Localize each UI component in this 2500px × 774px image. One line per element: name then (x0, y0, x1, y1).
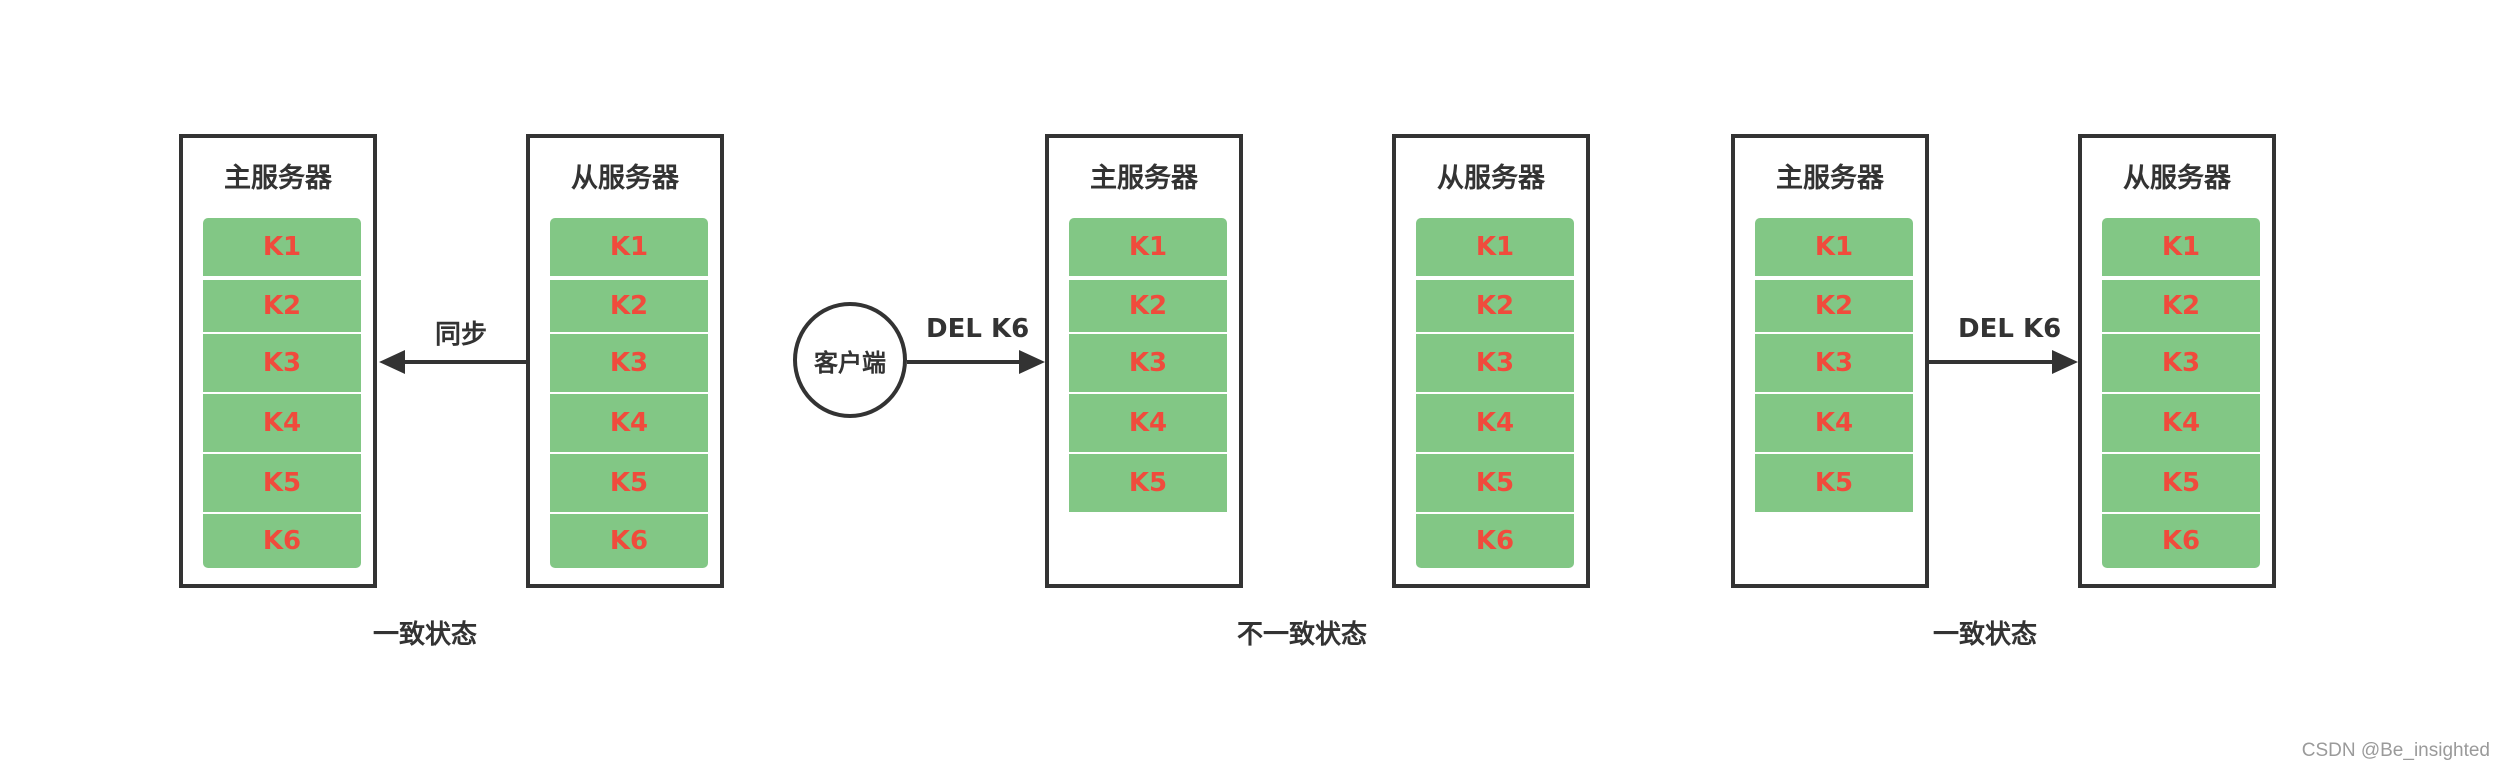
key-cell-k1: K1 (1069, 218, 1227, 276)
sync-arrowhead (379, 350, 405, 374)
key-cell-k6: K6 (1416, 514, 1574, 568)
key-cell-k4: K4 (1755, 394, 1913, 452)
server-title: 主服务器 (1090, 163, 1198, 194)
key-cell-k4: K4 (2102, 394, 2260, 452)
sync-label: 同步 (435, 320, 488, 350)
key-cell-k3: K3 (2102, 334, 2260, 392)
key-cell-k2: K2 (1416, 280, 1574, 332)
key-cell-k3: K3 (550, 334, 708, 392)
state-label: 一致状态 (1932, 620, 2038, 650)
state-label: 不一致状态 (1236, 620, 1368, 650)
key-cell-k4: K4 (203, 394, 361, 452)
key-cell-k5: K5 (1069, 454, 1227, 512)
key-cell-k4: K4 (1416, 394, 1574, 452)
key-cell-k2: K2 (550, 280, 708, 332)
key-cell-k6: K6 (203, 514, 361, 568)
server-title: 主服务器 (1776, 163, 1884, 194)
server-title: 从服务器 (1437, 163, 1545, 194)
key-cell-k6: K6 (550, 514, 708, 568)
key-cell-k2: K2 (1755, 280, 1913, 332)
server-title: 从服务器 (571, 163, 679, 194)
key-cell-k2: K2 (1069, 280, 1227, 332)
key-cell-k5: K5 (1416, 454, 1574, 512)
server-title: 从服务器 (2123, 163, 2231, 194)
key-cell-k4: K4 (550, 394, 708, 452)
key-cell-k1: K1 (550, 218, 708, 276)
key-cell-k1: K1 (203, 218, 361, 276)
client-del-arrowhead (1019, 350, 1045, 374)
key-cell-k3: K3 (1069, 334, 1227, 392)
del-k6-label: DEL K6 (926, 314, 1030, 344)
key-cell-k5: K5 (1755, 454, 1913, 512)
key-cell-k5: K5 (203, 454, 361, 512)
client-node: 客户端 (793, 302, 907, 418)
key-cell-k1: K1 (1416, 218, 1574, 276)
client-label: 客户端 (814, 348, 886, 377)
key-cell-k2: K2 (203, 280, 361, 332)
watermark: CSDN @Be_insighted (2301, 740, 2490, 761)
server-title: 主服务器 (224, 163, 332, 194)
key-cell-k6: K6 (2102, 514, 2260, 568)
key-cell-k3: K3 (203, 334, 361, 392)
key-cell-k4: K4 (1069, 394, 1227, 452)
replicate-del-arrowhead (2052, 350, 2078, 374)
key-cell-k5: K5 (550, 454, 708, 512)
key-cell-k3: K3 (1755, 334, 1913, 392)
key-cell-k1: K1 (1755, 218, 1913, 276)
state-label: 一致状态 (372, 620, 478, 650)
key-cell-k2: K2 (2102, 280, 2260, 332)
key-cell-k1: K1 (2102, 218, 2260, 276)
key-cell-k3: K3 (1416, 334, 1574, 392)
key-cell-k5: K5 (2102, 454, 2260, 512)
del-k6-label: DEL K6 (1958, 314, 2062, 344)
